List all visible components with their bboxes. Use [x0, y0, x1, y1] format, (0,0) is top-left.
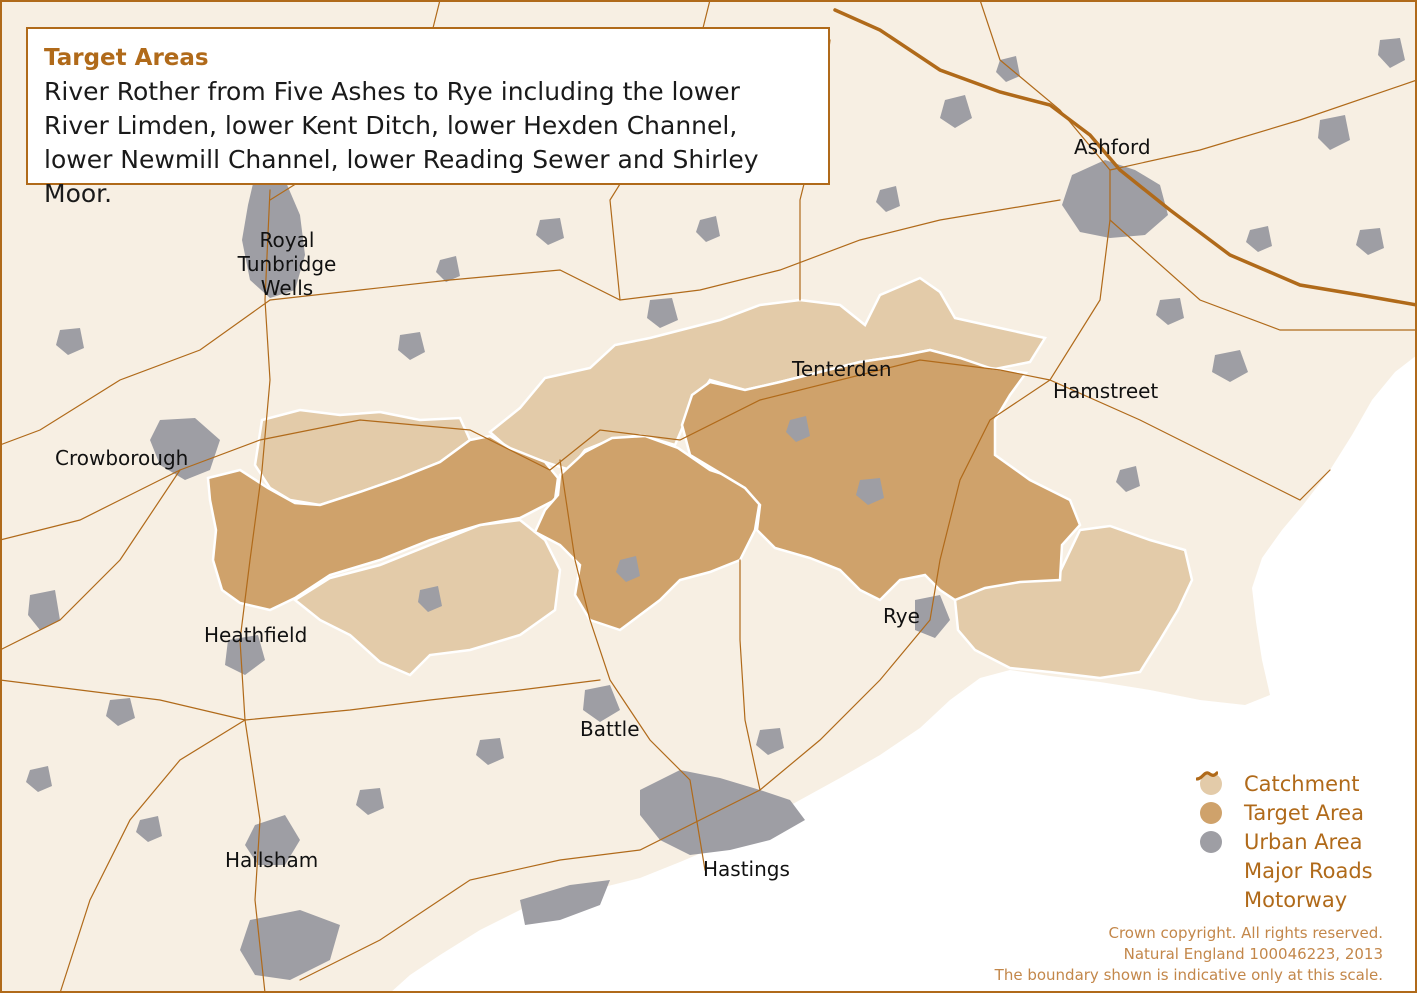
urban-patch [996, 56, 1020, 82]
urban-patch [856, 478, 884, 505]
urban-hailsham [245, 815, 300, 865]
road [244, 679, 601, 721]
road [0, 469, 181, 651]
target-areas [206, 348, 1082, 632]
info-title: Target Areas [44, 45, 209, 71]
road [299, 619, 931, 981]
map-legend: Catchment Target Area Urban Area Major R… [1196, 769, 1396, 914]
urban-patch [106, 698, 135, 726]
legend-item-motorway: Motorway [1196, 771, 1396, 914]
legend-label: Catchment [1244, 771, 1360, 796]
urban-hastings [640, 770, 805, 855]
urban-patch [436, 256, 460, 282]
legend-label: Major Roads [1244, 858, 1373, 883]
legend-item-target-area: Target Area [1196, 798, 1396, 827]
urban-battle [583, 685, 620, 722]
urban-patch [1318, 115, 1350, 150]
credit-line: The boundary shown is indicative only at… [994, 966, 1383, 984]
urban-patch [28, 590, 60, 630]
legend-label: Target Area [1244, 800, 1364, 825]
urban-patch [1356, 228, 1384, 255]
road [59, 719, 246, 993]
road [0, 359, 1051, 541]
urban-patch [876, 186, 900, 212]
urban-ashford [1062, 160, 1168, 238]
urban-patch [756, 728, 784, 755]
legend-label: Motorway [1244, 887, 1348, 912]
town-label-hamstreet: Hamstreet [1053, 379, 1159, 403]
urban-patch [56, 328, 84, 355]
road [979, 0, 1111, 171]
urban-patch [647, 298, 678, 328]
legend-label: Urban Area [1244, 829, 1363, 854]
urban-patch [398, 332, 425, 360]
info-text: River Rother from Five Ashes to Rye incl… [44, 77, 759, 208]
urban-patch [136, 816, 162, 842]
urban-patch [26, 766, 52, 792]
target-area-central [533, 434, 762, 632]
town-label-ashford: Ashford [1074, 135, 1151, 159]
sea [390, 355, 1417, 993]
town-label-line: Royal [259, 228, 315, 252]
urban-patch [418, 586, 442, 612]
town-label-crowborough: Crowborough [55, 446, 189, 470]
urban-heathfield [225, 635, 265, 675]
urban-crowborough [150, 418, 220, 480]
urban-patch [1378, 38, 1405, 68]
catchment-swatch [1196, 769, 1226, 798]
legend-item-catchment: Catchment [1196, 769, 1396, 798]
town-label-battle: Battle [580, 717, 640, 741]
motorway [833, 8, 1417, 307]
urban-areas [26, 38, 1405, 980]
urban-patch [536, 218, 564, 245]
road [269, 199, 1061, 301]
urban-eastbourne-fringe [240, 910, 340, 980]
urban-bexhill [520, 880, 610, 925]
town-label-rye: Rye [883, 604, 920, 628]
legend-item-major-roads: Major Roads [1196, 771, 1396, 885]
urban-patch [696, 216, 720, 242]
credit-line: Natural England 100046223, 2013 [1123, 945, 1383, 963]
town-label-hailsham: Hailsham [225, 848, 319, 872]
road [0, 299, 271, 446]
road [1109, 79, 1417, 171]
urban-patch [1116, 466, 1140, 492]
urban-patch [1156, 298, 1184, 325]
urban-patch [1246, 226, 1272, 252]
major-road-icon [1196, 771, 1226, 885]
urban-area-swatch [1196, 827, 1226, 856]
town-label-heathfield: Heathfield [204, 623, 308, 647]
road [239, 189, 271, 993]
target-area-swatch [1196, 798, 1226, 827]
urban-patch [356, 788, 384, 815]
road [0, 679, 246, 721]
urban-patch [940, 95, 972, 128]
motorway-icon [1196, 771, 1226, 914]
urban-tunbridge-wells [242, 175, 305, 298]
urban-patch [786, 416, 810, 442]
legend-item-urban-area: Urban Area [1196, 827, 1396, 856]
town-label-hastings: Hastings [703, 857, 790, 881]
road [1109, 219, 1417, 331]
road [739, 559, 761, 791]
town-label-line: Wells [260, 276, 314, 300]
target-areas-info-box: Target Areas River Rother from Five Ashe… [26, 27, 830, 208]
urban-patch [476, 738, 504, 765]
copyright-credits: Crown copyright. All rights reserved. Na… [995, 923, 1383, 986]
town-label-tenterden: Tenterden [792, 357, 892, 381]
road [929, 169, 1111, 621]
town-label-royal-tunbridge-wells: Royal Tunbridge Wells [234, 228, 340, 300]
road [1049, 379, 1331, 501]
target-area-east [680, 348, 1082, 602]
urban-patch [616, 556, 640, 582]
road [559, 459, 706, 871]
credit-line: Crown copyright. All rights reserved. [1108, 924, 1384, 942]
urban-patch [1212, 350, 1248, 382]
town-label-line: Tunbridge [237, 252, 337, 276]
